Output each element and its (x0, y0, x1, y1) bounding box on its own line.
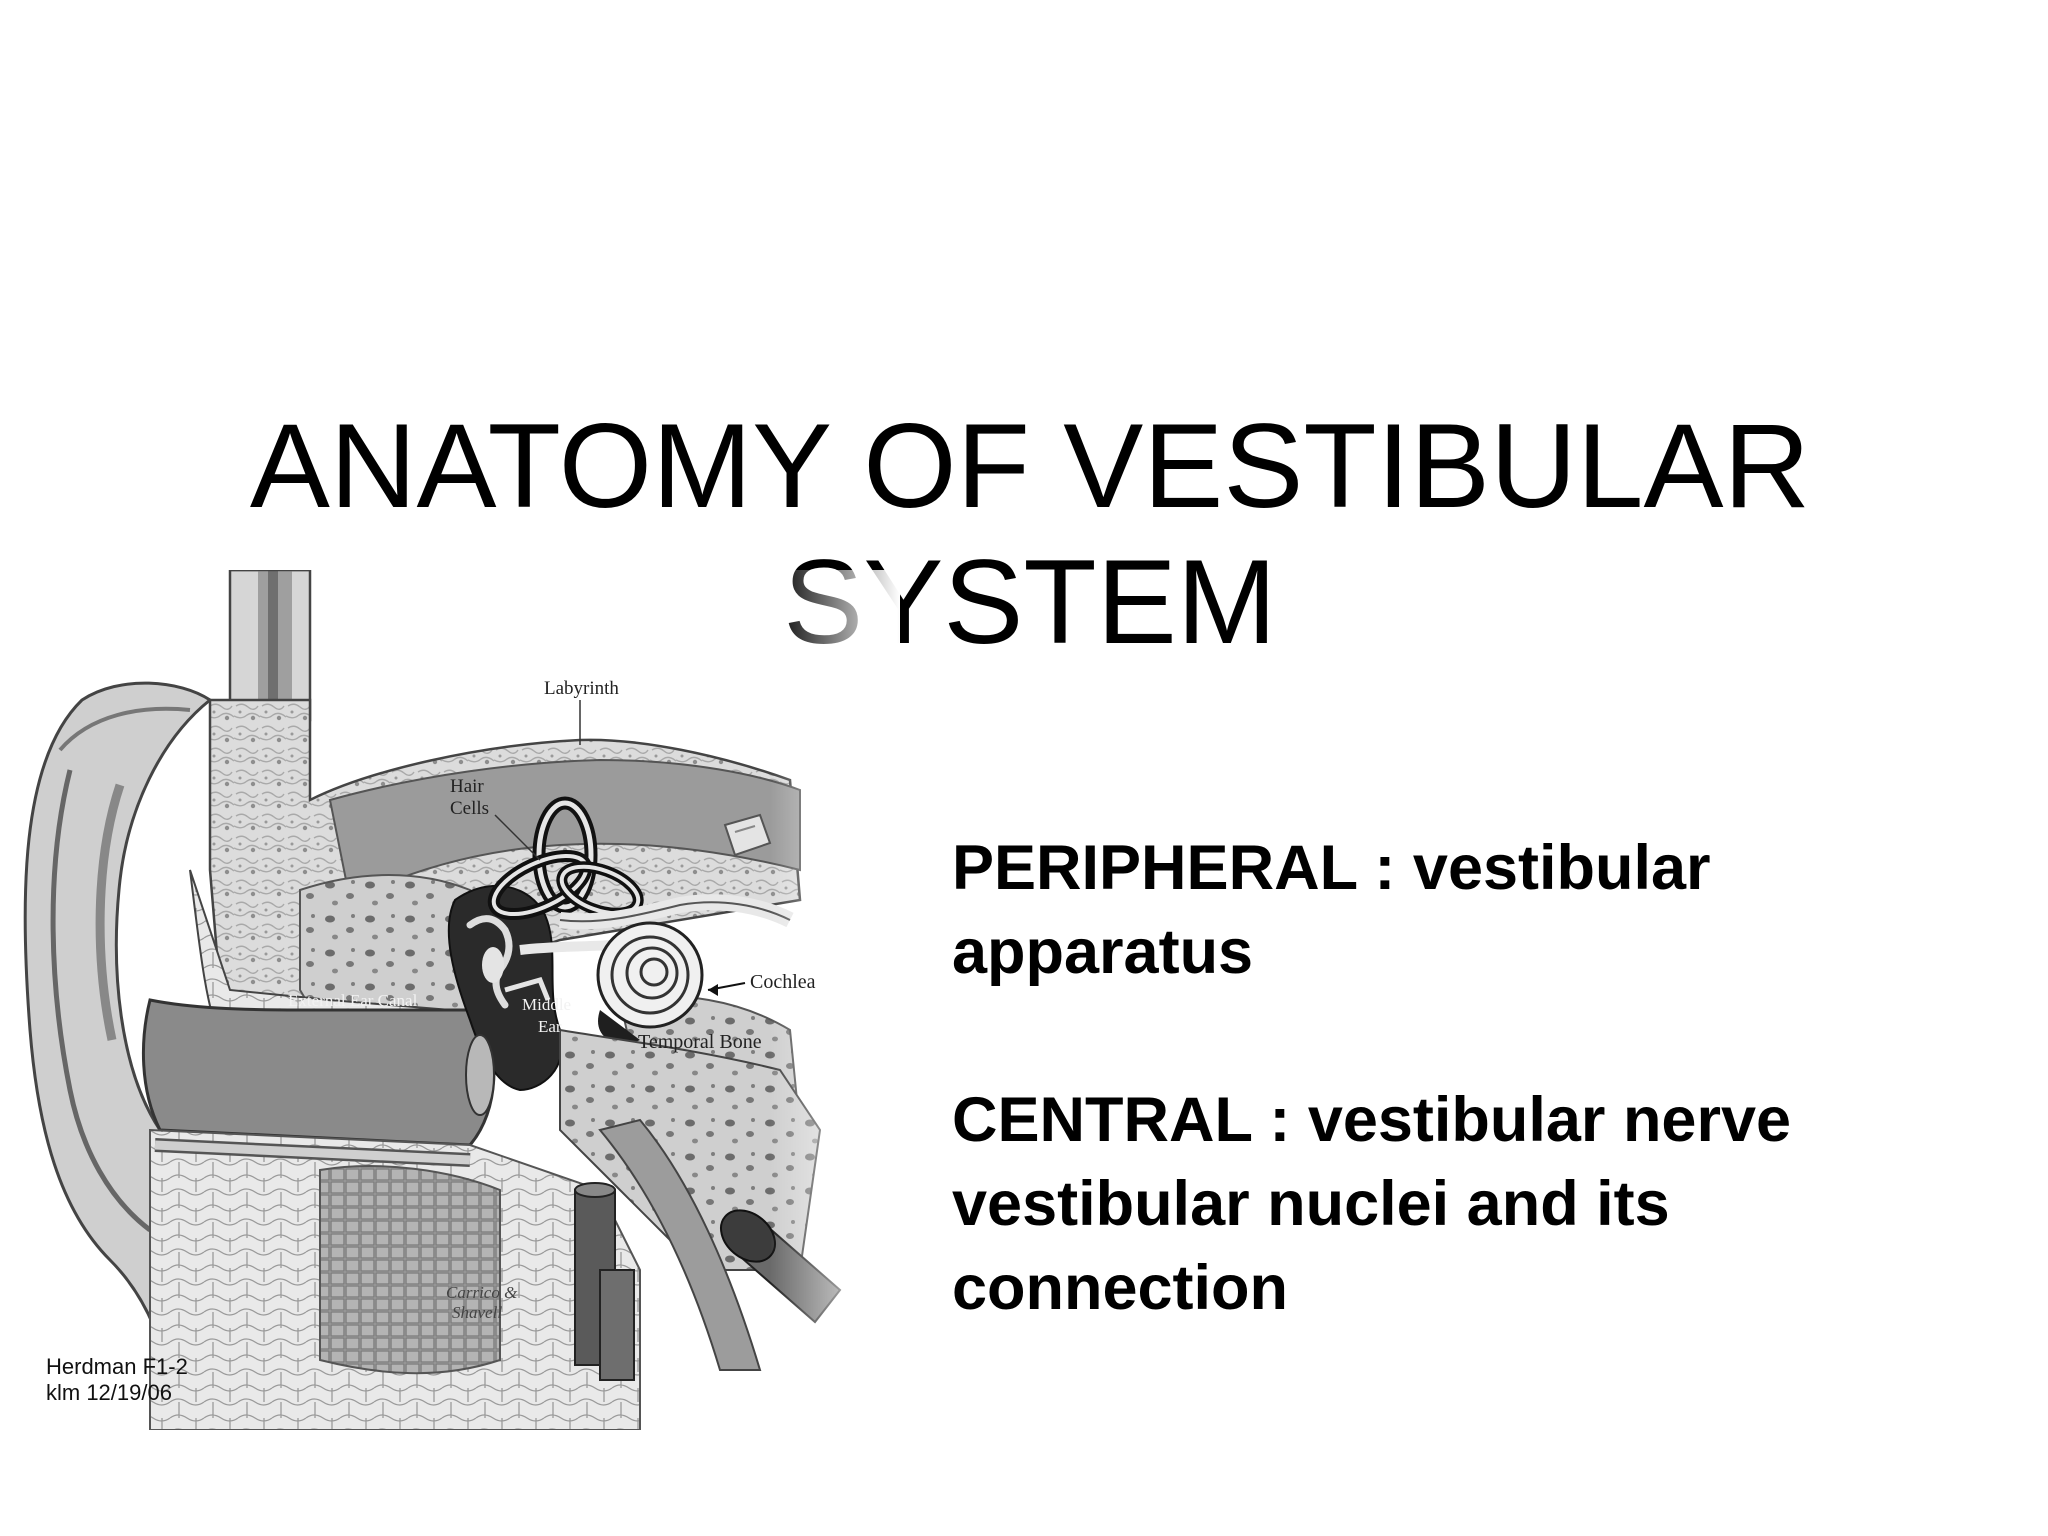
label-ear: Ear (538, 1017, 562, 1036)
label-cochlea: Cochlea (750, 971, 816, 993)
slide-body: PERIPHERAL : vestibular apparatus CENTRA… (952, 826, 2012, 1330)
peripheral-paragraph: PERIPHERAL : vestibular apparatus (952, 826, 2012, 994)
label-middle: Middle (522, 995, 571, 1014)
label-temporal-bone: Temporal Bone (638, 1031, 762, 1053)
peripheral-line-2: apparatus (952, 917, 1254, 987)
label-hair: Hair (450, 776, 484, 797)
ear-anatomy-illustration: Labyrinth Hair Cells External Ear Canal … (0, 570, 900, 1430)
artist-signature-line-1: Carrico & (446, 1283, 518, 1302)
slide-title: ANATOMY OF VESTIBULAR SYSTEM (200, 398, 1860, 670)
muscle-block (319, 1165, 501, 1375)
central-paragraph: CENTRAL : vestibular nerve vestibular nu… (952, 1078, 2012, 1330)
figure-credit-line-2: klm 12/19/06 (46, 1380, 172, 1405)
artist-signature-line-2: Shavell (452, 1303, 502, 1322)
label-external-ear-canal: External Ear Canal (288, 991, 418, 1010)
semicircular-canals (487, 796, 644, 921)
paragraph-spacer (952, 994, 2012, 1078)
label-labyrinth: Labyrinth (544, 678, 619, 699)
title-line-1: ANATOMY OF VESTIBULAR (249, 399, 1811, 534)
central-line-3: connection (952, 1253, 1289, 1323)
central-line-1: CENTRAL : vestibular nerve (952, 1085, 1792, 1155)
cochlea (596, 921, 704, 1044)
central-line-2: vestibular nuclei and its (952, 1169, 1670, 1239)
external-ear-canal (141, 998, 496, 1147)
label-cells: Cells (450, 798, 489, 819)
figure-credit-line-1: Herdman F1-2 (46, 1354, 188, 1379)
peripheral-line-1: PERIPHERAL : vestibular (952, 833, 1711, 903)
